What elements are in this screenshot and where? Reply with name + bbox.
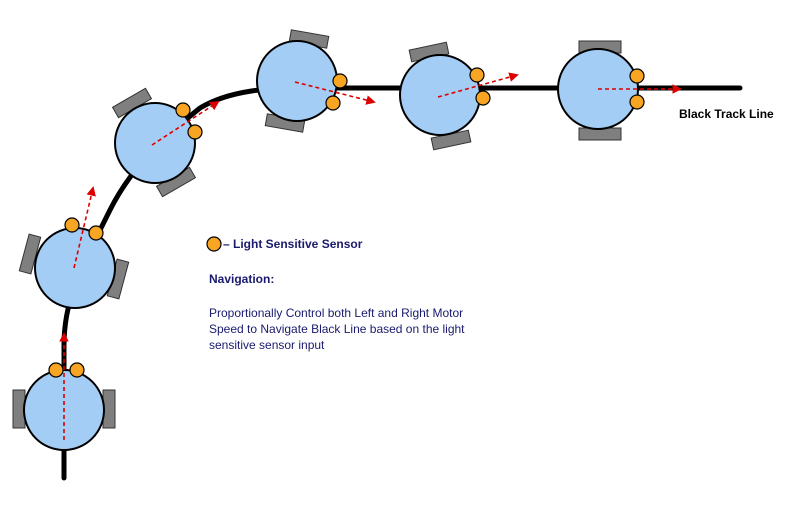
- sensor-right: [69, 362, 85, 378]
- robot-body: [399, 54, 481, 136]
- navigation-desc-line-3: sensitive sensor input: [209, 338, 325, 352]
- sensor-left: [332, 73, 348, 89]
- heading-arrow: [151, 100, 220, 146]
- sensor-right: [187, 124, 203, 140]
- robot-5: [399, 41, 519, 151]
- navigation-desc-line-2: Speed to Navigate Black Line based on th…: [209, 322, 465, 336]
- robot-2: [18, 186, 130, 309]
- sensor-left: [469, 67, 485, 83]
- robot-body: [256, 40, 338, 122]
- robot-6: [557, 40, 682, 141]
- sensor-legend-icon: [206, 236, 222, 252]
- sensor-left: [175, 102, 191, 118]
- sensor-left: [48, 362, 64, 378]
- sensor-left: [629, 68, 645, 84]
- robot-4: [256, 29, 376, 133]
- track-line-label: Black Track Line: [679, 107, 774, 121]
- left-wheel: [18, 233, 42, 275]
- sensor-right: [629, 94, 645, 110]
- robot-3: [111, 87, 220, 198]
- sensor-right: [88, 225, 104, 241]
- sensor-left: [64, 217, 80, 233]
- sensor-right: [475, 90, 491, 106]
- sensor-right: [325, 95, 341, 111]
- sensor-legend-label: – Light Sensitive Sensor: [223, 237, 363, 251]
- robot-1: [12, 332, 116, 451]
- sensor-legend: – Light Sensitive Sensor: [206, 236, 363, 252]
- navigation-heading: Navigation:: [209, 272, 274, 286]
- navigation-desc-line-1: Proportionally Control both Left and Rig…: [209, 306, 463, 320]
- robot-body: [34, 227, 116, 309]
